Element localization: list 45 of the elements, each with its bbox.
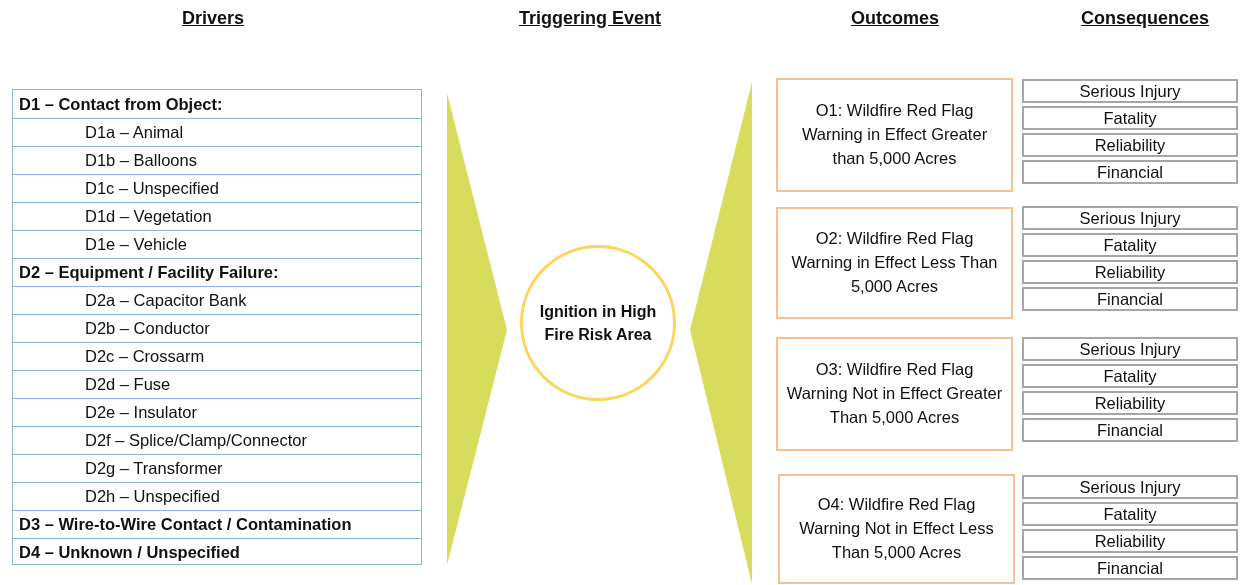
event-circle: Ignition in High Fire Risk Area <box>520 245 676 401</box>
consequence-box: Reliability <box>1022 133 1238 157</box>
consequence-box: Financial <box>1022 287 1238 311</box>
consequence-box: Financial <box>1022 418 1238 442</box>
outcome-box: O1: Wildfire Red Flag Warning in Effect Greater than 5,000 Acres <box>776 78 1013 192</box>
chevron-arrow <box>690 82 752 584</box>
driver-row: D1d – Vegetation <box>13 202 421 230</box>
driver-row: D2c – Crossarm <box>13 342 421 370</box>
driver-row: D2a – Capacitor Bank <box>13 286 421 314</box>
column-heading: Consequences <box>1081 8 1209 29</box>
column-heading: Outcomes <box>851 8 939 29</box>
driver-row: D1a – Animal <box>13 118 421 146</box>
driver-row: D2b – Conductor <box>13 314 421 342</box>
outcome-box: O2: Wildfire Red Flag Warning in Effect Less Than 5,000 Acres <box>776 207 1013 319</box>
consequence-box: Fatality <box>1022 502 1238 526</box>
driver-row: D2f – Splice/Clamp/Connector <box>13 426 421 454</box>
driver-row: D2g – Transformer <box>13 454 421 482</box>
driver-row: D2d – Fuse <box>13 370 421 398</box>
driver-row: D3 – Wire-to-Wire Contact / Contamination <box>13 510 421 538</box>
driver-row: D1c – Unspecified <box>13 174 421 202</box>
consequence-box: Fatality <box>1022 106 1238 130</box>
consequence-box: Serious Injury <box>1022 337 1238 361</box>
consequence-box: Reliability <box>1022 260 1238 284</box>
driver-row: D4 – Unknown / Unspecified <box>13 538 421 566</box>
consequence-box: Serious Injury <box>1022 206 1238 230</box>
consequence-box: Serious Injury <box>1022 475 1238 499</box>
consequence-box: Serious Injury <box>1022 79 1238 103</box>
driver-row: D1b – Balloons <box>13 146 421 174</box>
outcome-box: O3: Wildfire Red Flag Warning Not in Effect Greater Than 5,000 Acres <box>776 337 1013 451</box>
column-heading: Drivers <box>182 8 244 29</box>
consequence-box: Fatality <box>1022 364 1238 388</box>
consequence-box: Financial <box>1022 556 1238 580</box>
outcome-box: O4: Wildfire Red Flag Warning Not in Effect Less Than 5,000 Acres <box>778 474 1015 584</box>
driver-row: D1 – Contact from Object: <box>13 90 421 118</box>
consequence-box: Financial <box>1022 160 1238 184</box>
consequence-box: Reliability <box>1022 529 1238 553</box>
chevron-arrow <box>447 93 507 565</box>
consequence-box: Fatality <box>1022 233 1238 257</box>
driver-row: D2h – Unspecified <box>13 482 421 510</box>
drivers-table <box>12 89 422 565</box>
column-heading: Triggering Event <box>519 8 661 29</box>
consequence-box: Reliability <box>1022 391 1238 415</box>
driver-row: D2e – Insulator <box>13 398 421 426</box>
driver-row: D2 – Equipment / Facility Failure: <box>13 258 421 286</box>
driver-row: D1e – Vehicle <box>13 230 421 258</box>
